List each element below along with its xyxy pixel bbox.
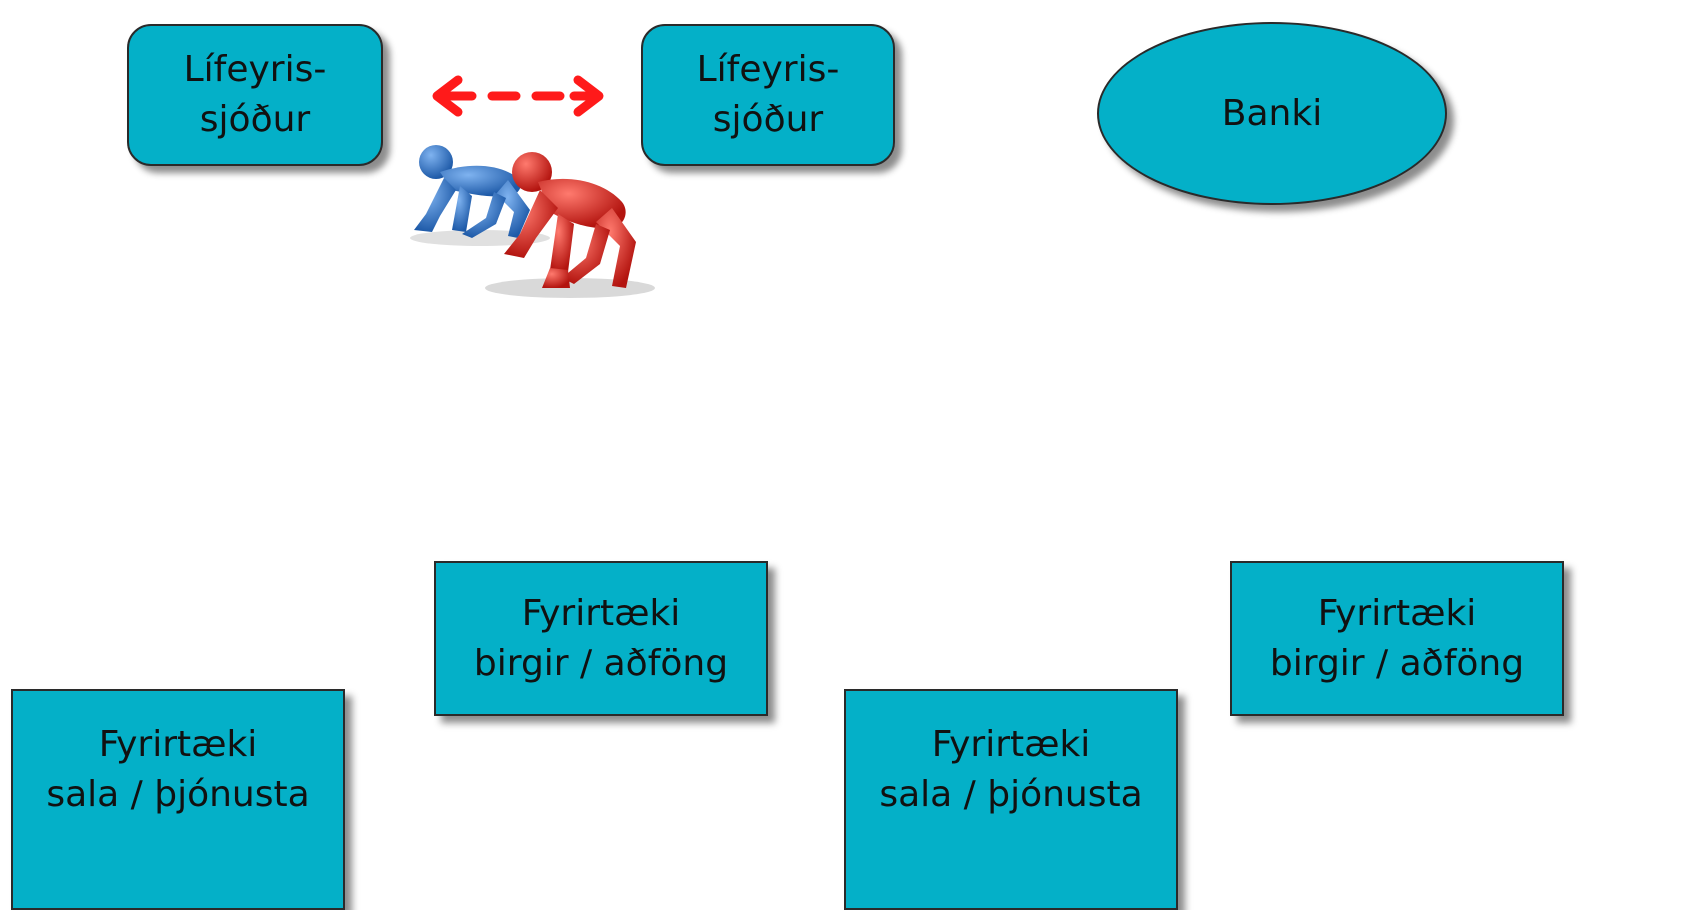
- pension-fund-node-2: Lífeyris- sjóður: [641, 24, 895, 166]
- company-sales-node-2: Fyrirtæki sala / þjónusta: [844, 689, 1178, 910]
- company-sales-2-line2: sala / þjónusta: [879, 773, 1143, 815]
- pension-fund-node-1: Lífeyris- sjóður: [127, 24, 383, 166]
- bank-label: Banki: [1221, 92, 1323, 134]
- company-supplier-1-line1: Fyrirtæki: [521, 592, 681, 634]
- blue-figure: [414, 145, 530, 238]
- company-sales-node-1: Fyrirtæki sala / þjónusta: [11, 689, 345, 910]
- company-supplier-2-line2: birgir / aðföng: [1269, 642, 1525, 684]
- double-arrow-icon: [432, 75, 604, 117]
- company-sales-1-line2: sala / þjónusta: [46, 773, 310, 815]
- company-sales-2-line1: Fyrirtæki: [931, 723, 1091, 765]
- company-supplier-1-line2: birgir / aðföng: [473, 642, 729, 684]
- pension-fund-2-line1: Lífeyris-: [696, 49, 840, 90]
- company-supplier-2-line1: Fyrirtæki: [1317, 592, 1477, 634]
- pension-fund-1-line1: Lífeyris-: [183, 49, 327, 90]
- company-sales-1-line1: Fyrirtæki: [98, 723, 258, 765]
- red-figure: [504, 152, 636, 288]
- race-start-figures-icon: [410, 145, 655, 298]
- pension-fund-1-line2: sjóður: [199, 99, 311, 140]
- pension-fund-2-line2: sjóður: [712, 99, 824, 140]
- bank-node: Banki: [1097, 22, 1447, 205]
- company-supplier-node-1: Fyrirtæki birgir / aðföng: [434, 561, 768, 716]
- company-supplier-node-2: Fyrirtæki birgir / aðföng: [1230, 561, 1564, 716]
